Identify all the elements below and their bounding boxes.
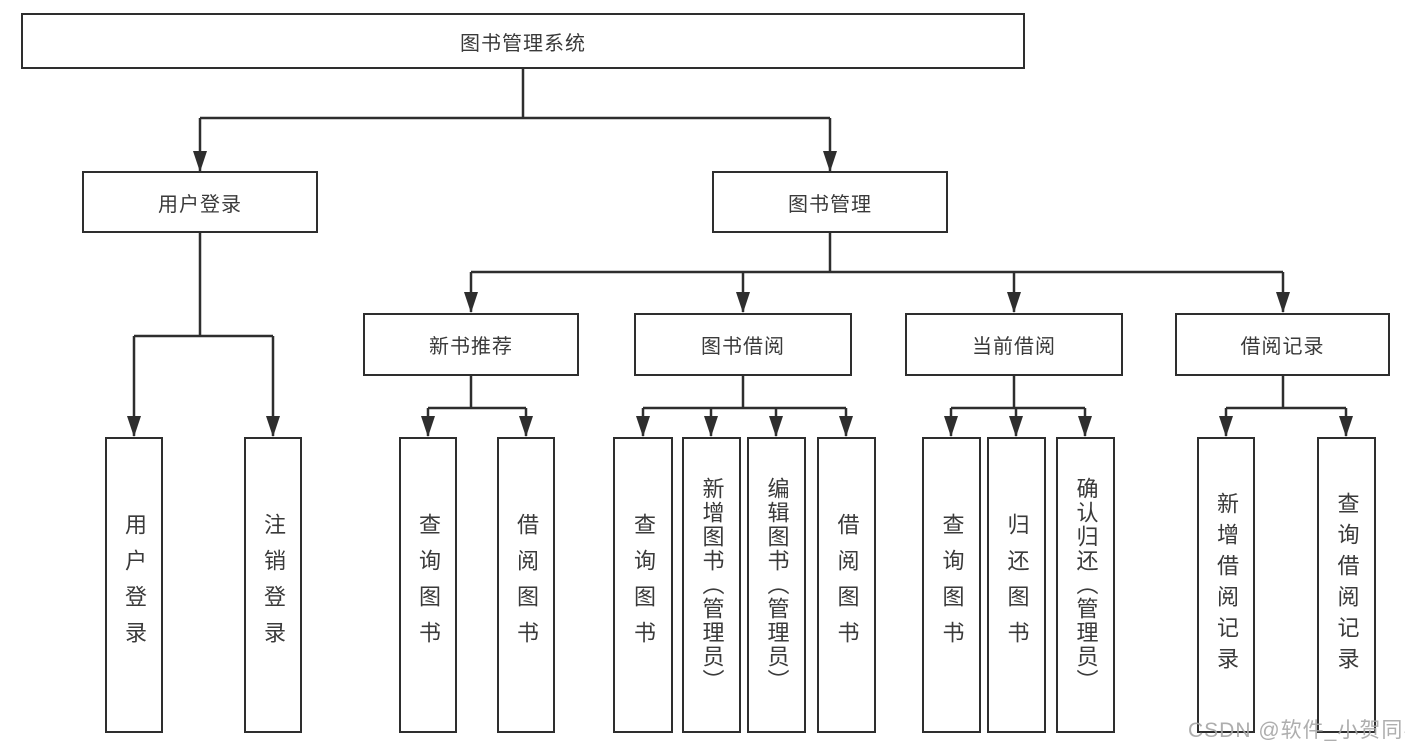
leaf-borrow-edit-book-admin: 编辑图书（管理员） [747, 437, 806, 733]
leaf-logout-label: 注销登录 [261, 513, 286, 657]
leaf-current-return-book: 归还图书 [987, 437, 1046, 733]
node-book-management-label: 图书管理 [788, 193, 872, 216]
leaf-newbook-query-book-label: 查询图书 [416, 513, 441, 657]
leaf-user-login-label: 用户登录 [122, 513, 147, 657]
leaf-newbook-borrow-book-label: 借阅图书 [514, 513, 539, 657]
leaf-borrow-add-book-admin: 新增图书（管理员） [682, 437, 741, 733]
leaf-current-return-book-label: 归还图书 [1004, 513, 1030, 657]
node-new-book-recommend-label: 新书推荐 [429, 336, 513, 358]
leaf-current-query-book: 查询图书 [922, 437, 981, 733]
leaf-borrow-borrow-book-label: 借阅图书 [834, 513, 860, 657]
leaf-borrow-add-book-admin-label: 新增图书（管理员） [699, 477, 725, 693]
leaf-borrow-query-book: 查询图书 [613, 437, 673, 733]
leaf-current-confirm-return-admin-label: 确认归还（管理员） [1073, 477, 1099, 693]
node-user-login-label: 用户登录 [158, 193, 242, 216]
leaf-logout: 注销登录 [244, 437, 302, 733]
leaf-borrow-borrow-book: 借阅图书 [817, 437, 876, 733]
leaf-newbook-query-book: 查询图书 [399, 437, 457, 733]
node-user-login: 用户登录 [82, 171, 318, 233]
node-book-borrow-label: 图书借阅 [701, 336, 785, 358]
node-borrow-record-label: 借阅记录 [1240, 336, 1325, 358]
node-current-borrow-label: 当前借阅 [972, 336, 1056, 358]
node-borrow-record: 借阅记录 [1175, 313, 1390, 376]
node-new-book-recommend: 新书推荐 [363, 313, 579, 376]
leaf-current-query-book-label: 查询图书 [939, 513, 965, 657]
leaf-borrow-edit-book-admin-label: 编辑图书（管理员） [764, 477, 790, 693]
leaf-record-query-borrow-record-label: 查询借阅记录 [1334, 492, 1360, 678]
node-root-system: 图书管理系统 [21, 13, 1025, 69]
leaf-user-login: 用户登录 [105, 437, 163, 733]
node-root-label: 图书管理系统 [460, 32, 586, 55]
node-current-borrow: 当前借阅 [905, 313, 1123, 376]
leaf-current-confirm-return-admin: 确认归还（管理员） [1056, 437, 1115, 733]
leaf-record-add-borrow-record: 新增借阅记录 [1197, 437, 1255, 733]
node-book-management: 图书管理 [712, 171, 948, 233]
csdn-watermark: CSDN @软件_小贺同学 [1188, 719, 1405, 742]
node-book-borrow: 图书借阅 [634, 313, 852, 376]
leaf-record-query-borrow-record: 查询借阅记录 [1317, 437, 1376, 733]
leaf-borrow-query-book-label: 查询图书 [631, 513, 656, 657]
leaf-record-add-borrow-record-label: 新增借阅记录 [1214, 492, 1239, 678]
leaf-newbook-borrow-book: 借阅图书 [497, 437, 555, 733]
